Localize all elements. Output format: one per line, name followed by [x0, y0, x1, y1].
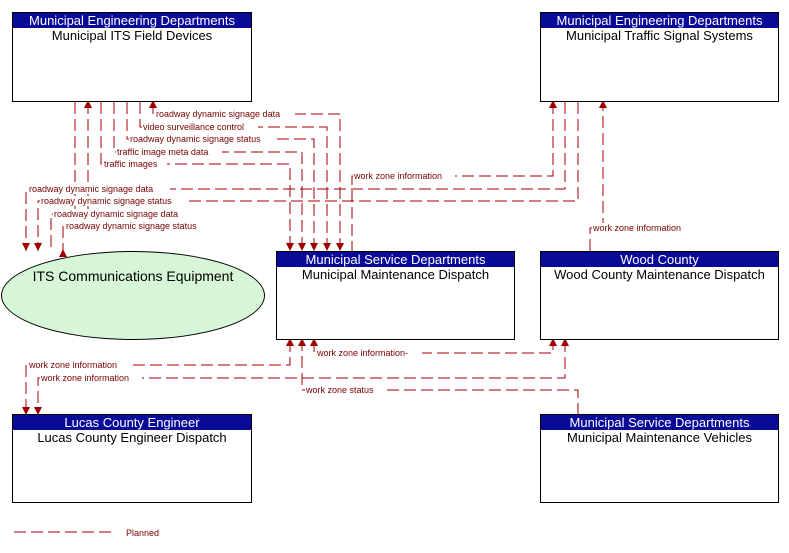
- arrow-head: [34, 407, 42, 415]
- arrow-head: [310, 243, 318, 251]
- element-header: Wood County: [541, 252, 778, 267]
- flow-line: [589, 102, 604, 251]
- arrow-head: [599, 100, 607, 108]
- flow-label: work zone status: [305, 385, 374, 395]
- wood-county-maintenance-dispatch-box[interactable]: Wood County Wood County Maintenance Disp…: [540, 251, 779, 340]
- municipal-its-field-devices-box[interactable]: Municipal Engineering Departments Munici…: [12, 12, 252, 102]
- municipal-traffic-signal-systems-box[interactable]: Municipal Engineering Departments Munici…: [540, 12, 779, 102]
- flow-label: work zone information: [40, 373, 129, 383]
- arrow-head: [59, 249, 67, 257]
- element-title: ITS Communications Equipment: [32, 268, 234, 284]
- element-header: Municipal Engineering Departments: [13, 13, 251, 28]
- flow-line: [313, 340, 554, 354]
- flow-line: [25, 102, 566, 251]
- flow-label: traffic images: [104, 159, 158, 169]
- element-header: Municipal Service Departments: [277, 252, 514, 267]
- flow-label: roadway dynamic signage status: [66, 221, 197, 231]
- flow-label: work zone information: [353, 171, 442, 181]
- municipal-maintenance-vehicles-box[interactable]: Municipal Service Departments Municipal …: [540, 414, 779, 503]
- flow-label: roadway dynamic signage data: [29, 184, 153, 194]
- arrow-head: [298, 243, 306, 251]
- element-header: Municipal Service Departments: [541, 415, 778, 430]
- element-title: Municipal ITS Field Devices: [51, 28, 213, 43]
- flow-label: work zone information-: [316, 348, 408, 358]
- arrow-head: [84, 100, 92, 108]
- flow-line: [301, 340, 579, 415]
- element-header: Lucas County Engineer: [13, 415, 251, 430]
- arrow-head: [149, 100, 157, 108]
- its-communications-equipment-ellipse[interactable]: ITS Communications Equipment: [1, 251, 265, 340]
- flow-label: work zone information: [592, 223, 681, 233]
- element-title: Lucas County Engineer Dispatch: [37, 430, 227, 445]
- flow-label: roadway dynamic signage data: [156, 109, 280, 119]
- arrow-head: [561, 338, 569, 346]
- lucas-county-engineer-dispatch-box[interactable]: Lucas County Engineer Lucas County Engin…: [12, 414, 252, 503]
- flow-line: [37, 340, 566, 415]
- arrow-head: [298, 338, 306, 346]
- flow-label: roadway dynamic signage status: [130, 134, 261, 144]
- element-title: Municipal Maintenance Vehicles: [567, 430, 752, 445]
- arrow-head: [549, 100, 557, 108]
- element-title: Wood County Maintenance Dispatch: [554, 267, 765, 282]
- flow-line: [100, 102, 291, 251]
- legend-label: Planned: [126, 528, 160, 538]
- flow-label: traffic image meta data: [117, 147, 208, 157]
- municipal-maintenance-dispatch-box[interactable]: Municipal Service Departments Municipal …: [276, 251, 515, 340]
- flow-label: work zone information: [28, 360, 117, 370]
- flow-label: roadway dynamic signage status: [41, 196, 172, 206]
- flow-line: [25, 340, 291, 415]
- arrow-head: [310, 338, 318, 346]
- arrow-head: [336, 243, 344, 251]
- element-title: Municipal Maintenance Dispatch: [301, 267, 490, 282]
- flow-label: roadway dynamic signage data: [54, 209, 178, 219]
- flow-line: [37, 102, 579, 251]
- arrow-head: [549, 338, 557, 346]
- arrow-head: [286, 243, 294, 251]
- arrow-head: [34, 243, 42, 251]
- flow-label: video surveillance control: [143, 122, 244, 132]
- element-header: Municipal Engineering Departments: [541, 13, 778, 28]
- arrow-head: [22, 243, 30, 251]
- arrow-head: [286, 338, 294, 346]
- arrow-head: [323, 243, 331, 251]
- arrow-head: [22, 407, 30, 415]
- element-title: Municipal Traffic Signal Systems: [566, 28, 753, 43]
